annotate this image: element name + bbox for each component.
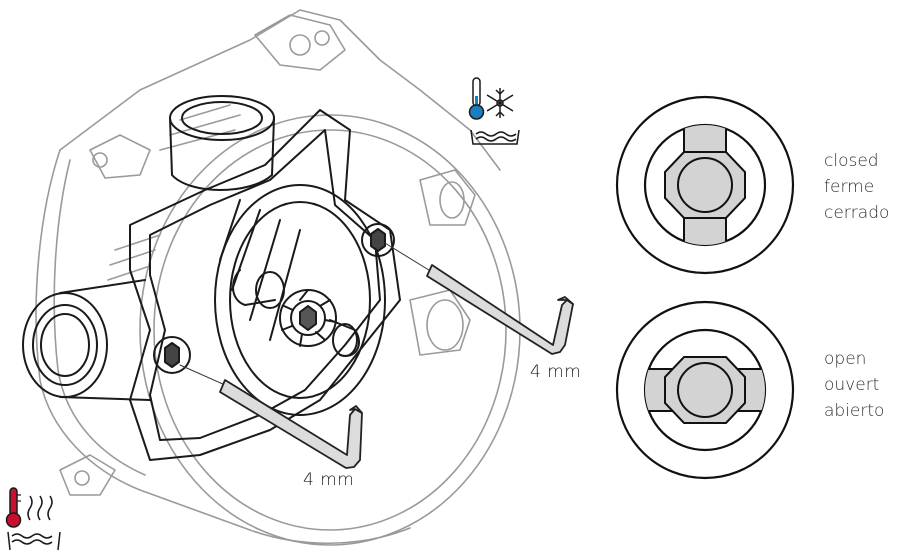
open-label-en: open bbox=[824, 349, 867, 369]
open-state-label: open ouvert abierto bbox=[824, 346, 884, 424]
hot-water-icon bbox=[5, 487, 61, 551]
closed-label-es: cerrado bbox=[824, 203, 890, 223]
wrench-size-label-right: 4 mm bbox=[530, 362, 582, 382]
valve-state-closed bbox=[615, 95, 795, 275]
hex-wrench-bottom bbox=[219, 379, 363, 469]
wrench-size-label-bottom: 4 mm bbox=[303, 470, 355, 490]
stop-valve-left bbox=[153, 336, 191, 374]
stop-valve-right bbox=[361, 223, 395, 257]
open-label-es: abierto bbox=[824, 401, 885, 421]
hex-wrench-right bbox=[426, 264, 574, 355]
closed-label-fr: ferme bbox=[824, 177, 875, 197]
valve-state-open bbox=[615, 300, 795, 480]
cold-water-icon bbox=[468, 77, 520, 145]
closed-state-label: closed ferme cerrado bbox=[824, 148, 889, 226]
valve-body bbox=[22, 9, 521, 546]
closed-label-en: closed bbox=[824, 151, 879, 171]
open-label-fr: ouvert bbox=[824, 375, 880, 395]
